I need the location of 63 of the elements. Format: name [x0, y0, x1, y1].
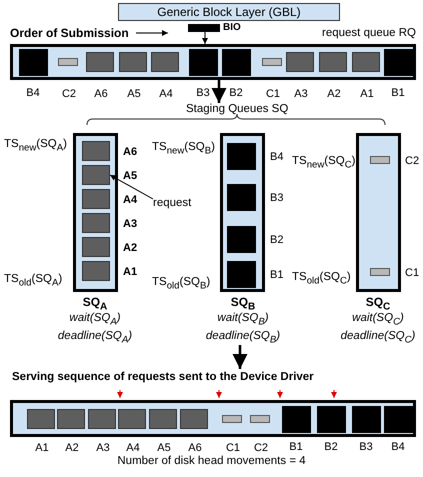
request-label: A4 [125, 442, 141, 454]
request-label: A5 [156, 442, 172, 454]
wait-label: wait(SQ$_{C}$) [351, 311, 405, 325]
request-label: B1 [270, 268, 284, 280]
wait-label: wait(SQ$_{A}$) [68, 311, 122, 325]
request-label: A1 [123, 266, 138, 278]
request-label: B1 [288, 441, 304, 453]
order-heading: Order of Submission [10, 26, 130, 41]
request-label: A2 [123, 242, 138, 254]
arrow [212, 80, 226, 103]
request-label: A5 [126, 88, 142, 100]
group-heading: Staging Queues SQ [186, 103, 310, 116]
request-label: A4 [123, 194, 138, 206]
sequence-heading: Serving sequence of requests sent to the Device Driver [12, 370, 315, 384]
wait-label: wait(SQ$_{B}$) [216, 311, 270, 325]
request-label: A3 [293, 88, 309, 100]
request-label: A3 [123, 218, 138, 230]
arrow [232, 345, 248, 369]
request-label: A2 [326, 88, 342, 100]
request-label: B4 [25, 87, 41, 99]
request-label: C1 [224, 442, 242, 454]
queue-heading: request queue RQ [321, 27, 416, 40]
request-label: A3 [95, 442, 111, 454]
request-label: A6 [123, 146, 138, 158]
request-label: C2 [252, 442, 270, 454]
request-label: A5 [123, 170, 138, 182]
request-label: C1 [264, 88, 282, 100]
request-label: A2 [64, 442, 80, 454]
request-label: B4 [270, 150, 284, 162]
request-label: B2 [228, 87, 244, 99]
timestamp-label: TS$_{new}$(SQ$_{B}$) [152, 140, 216, 154]
arrow [202, 32, 208, 44]
request-label: C1 [405, 267, 420, 279]
request-label: B3 [358, 441, 374, 453]
deadline-label: deadline(SQ$_{C}$) [340, 329, 416, 343]
deadline-label: deadline(SQ$_{A}$) [56, 329, 134, 343]
request-label: A1 [34, 442, 50, 454]
request-label: B3 [270, 192, 284, 204]
callout-label: request [153, 196, 197, 210]
queue-name: SQ$_{B}$ [230, 295, 256, 309]
request-label: C2 [60, 88, 78, 100]
queue-name: SQ$_{A}$ [82, 295, 108, 309]
request-label: B2 [270, 234, 284, 246]
timestamp-label: TS$_{old}$(SQ$_{A}$) [4, 272, 64, 286]
leader-line [110, 174, 154, 200]
request-label: A6 [187, 442, 203, 454]
layer-box: Generic Block Layer (GBL) [118, 3, 340, 21]
request-label: B3 [195, 87, 211, 99]
timestamp-label: TS$_{new}$(SQ$_{C}$) [292, 154, 356, 168]
request-label: A4 [158, 88, 174, 100]
timestamp-label: TS$_{old}$(SQ$_{C}$) [292, 270, 352, 284]
request-label: A1 [359, 88, 375, 100]
request-label: B1 [390, 87, 406, 99]
request-label: B4 [390, 441, 406, 453]
timestamp-label: TS$_{old}$(SQ$_{B}$) [152, 275, 212, 289]
request-label: C2 [405, 155, 420, 167]
deadline-label: deadline(SQ$_{B}$) [204, 329, 282, 343]
queue-name: SQ$_{C}$ [364, 295, 392, 309]
block-label: BIO [223, 22, 242, 33]
result-note: Number of disk head movements = 4 [116, 455, 307, 468]
timestamp-label: TS$_{new}$(SQ$_{A}$) [4, 137, 68, 151]
request-label: A6 [93, 88, 109, 100]
request-label: B2 [323, 441, 339, 453]
